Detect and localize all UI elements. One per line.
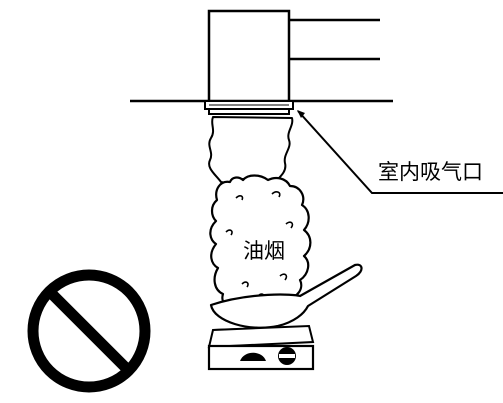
indoor-unit-box	[207, 9, 291, 103]
air-intake-grille	[204, 100, 294, 115]
frying-pan	[209, 263, 363, 329]
indoor-air-intake-label: 室内吸气口	[378, 160, 483, 184]
prohibited-sign-icon	[27, 269, 151, 393]
oil-smoke-label: 油烟	[243, 239, 285, 263]
smoke-column	[208, 116, 294, 185]
intake-leader-line	[297, 110, 503, 194]
intake-leader-arrowhead	[297, 110, 305, 118]
stove	[207, 324, 315, 371]
